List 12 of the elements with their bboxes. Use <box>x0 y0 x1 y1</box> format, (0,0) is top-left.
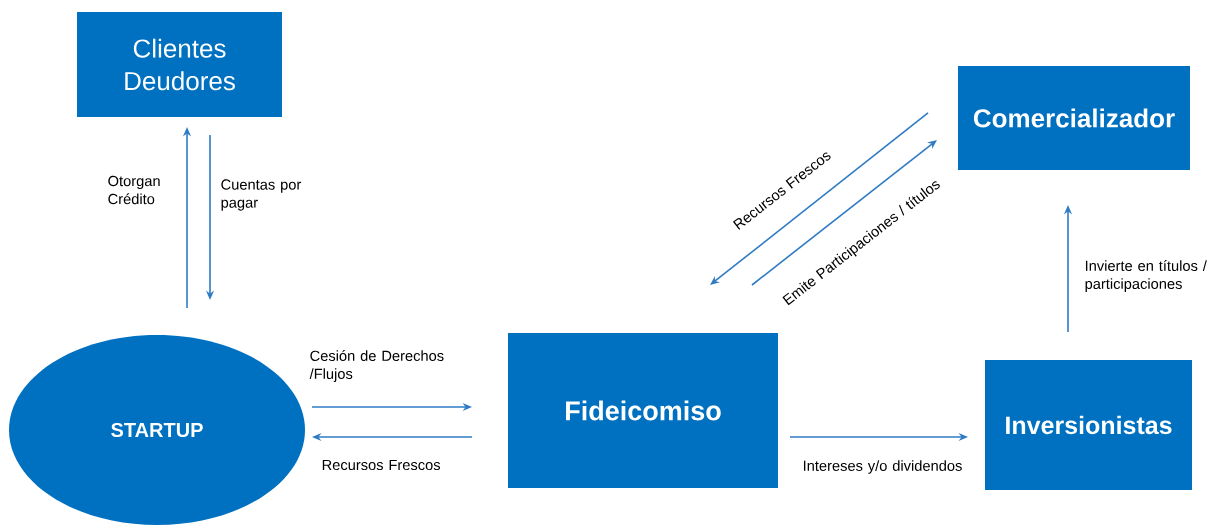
edge-label: Otorgan Crédito <box>108 175 160 205</box>
process-box: Inversionistas <box>985 360 1192 490</box>
process-box: Fideicomiso <box>508 333 778 488</box>
edge-label: Intereses y/o dividendos <box>803 460 962 474</box>
process-box: Comercializador <box>958 66 1190 170</box>
arrow <box>710 112 929 285</box>
edge-label: Cuentas por pagar <box>221 179 302 211</box>
edge-label: Cesión de Derechos /Flujos <box>309 350 444 382</box>
edge-label: Invierte en títulos / participaciones <box>1085 260 1207 292</box>
process-box: Clientes Deudores <box>77 12 282 117</box>
edge-label: Recursos Frescos <box>322 459 441 471</box>
arrow <box>751 140 937 286</box>
